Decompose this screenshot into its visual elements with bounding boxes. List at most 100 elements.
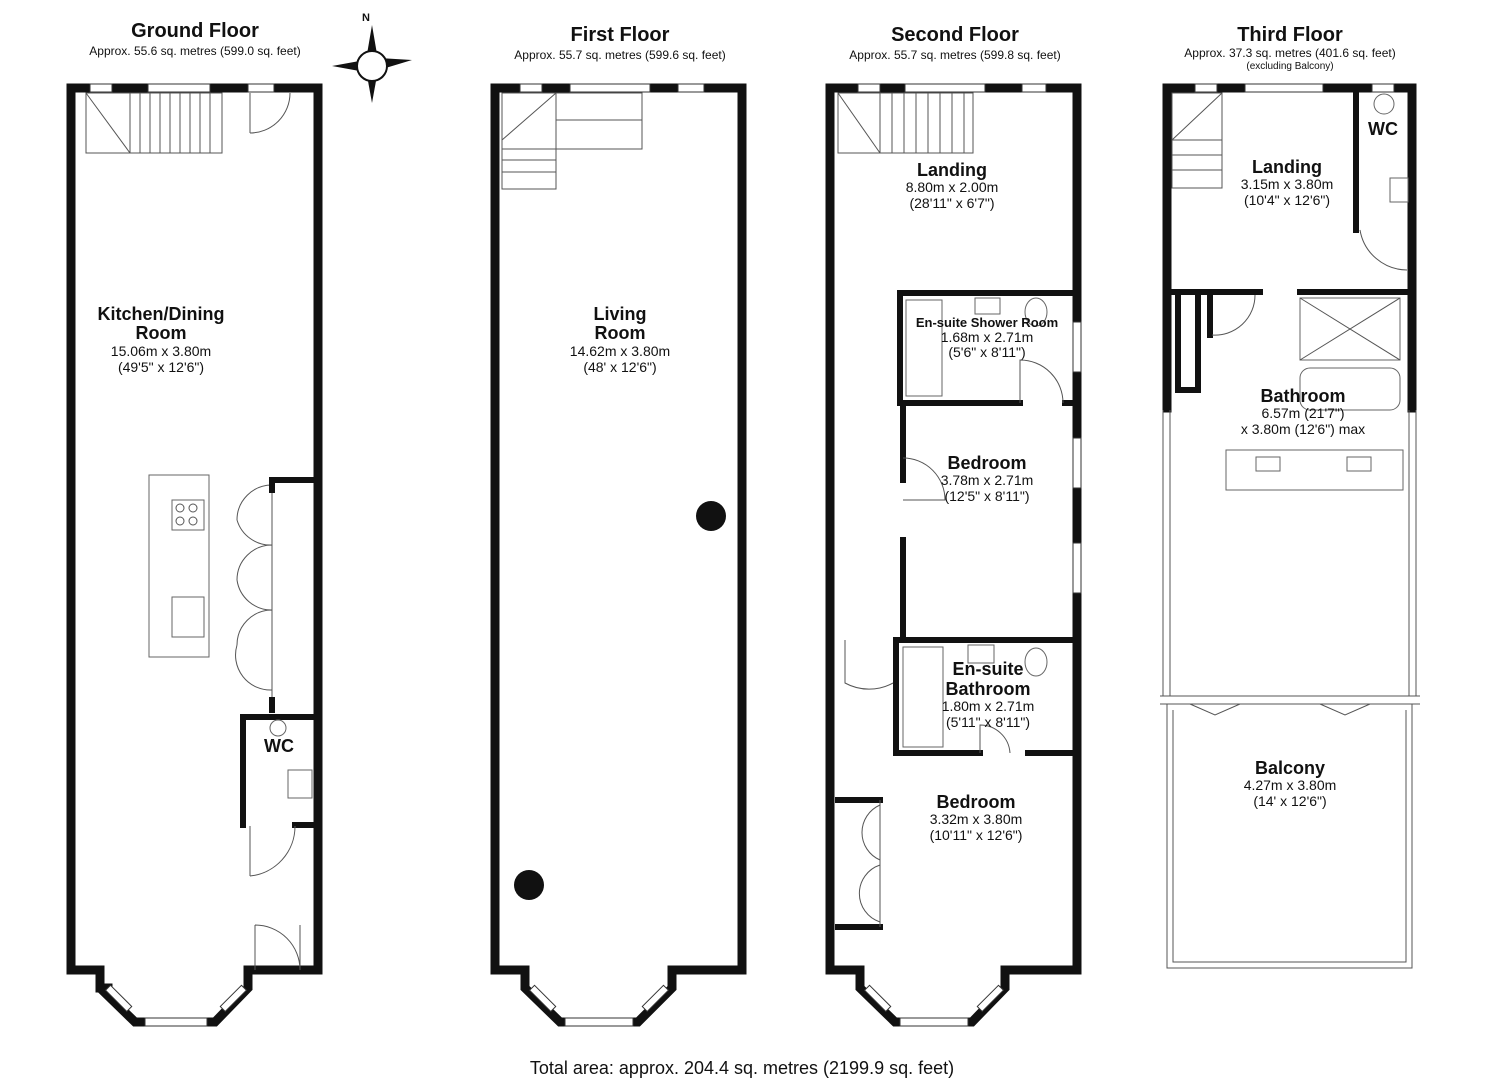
- living-room-name-1: Living: [594, 304, 647, 324]
- second-landing-dim-m: 8.80m x 2.00m: [906, 179, 999, 195]
- ground-floor-title: Ground Floor: [131, 20, 259, 42]
- second-shower-tray-icon: [905, 299, 943, 397]
- kitchen-dining-dim-ft: (49'5" x 12'6"): [118, 359, 204, 375]
- third-wc-toilet-icon: [1373, 93, 1395, 115]
- ground-bay-window-left: [104, 984, 133, 1013]
- first-bay-window-left: [528, 984, 557, 1013]
- ground-stairs: [85, 92, 223, 154]
- second-landing-dim-ft: (28'11" x 6'7"): [909, 195, 994, 211]
- third-landing-dim-m: 3.15m x 3.80m: [1241, 176, 1334, 192]
- ground-top-window-3: [247, 83, 275, 93]
- first-column-1: [696, 501, 726, 531]
- second-side-window-3: [1072, 542, 1082, 594]
- third-wc-door: [1359, 229, 1408, 271]
- second-shower-dim-m: 1.68m x 2.71m: [941, 329, 1034, 345]
- second-floor-area: Approx. 55.7 sq. metres (599.8 sq. feet): [849, 48, 1060, 62]
- living-room-name-2: Room: [595, 323, 646, 343]
- second-ensuite-sink-icon: [967, 644, 995, 664]
- first-column-2: [514, 870, 544, 900]
- hob-icon: [171, 499, 205, 531]
- third-floor: Third Floor Approx. 37.3 sq. metres (401…: [1160, 24, 1420, 969]
- third-bathroom-dim-ft: x 3.80m (12'6") max: [1241, 421, 1365, 437]
- third-vanity-icon: [1225, 449, 1404, 491]
- compass-north-label: N: [362, 12, 370, 24]
- third-wc-sink-icon: [1389, 177, 1409, 203]
- ground-wc-door: [249, 825, 296, 877]
- second-shower-toilet-icon: [1024, 297, 1048, 327]
- second-bay-window-center: [899, 1017, 969, 1027]
- second-bay-window-right: [976, 984, 1005, 1013]
- first-top-window-2: [569, 83, 651, 93]
- third-floor-note: (excluding Balcony): [1246, 61, 1333, 72]
- ground-bay-window-right: [219, 984, 248, 1013]
- second-shower-door: [1019, 359, 1064, 404]
- third-bifold-doors: [1189, 703, 1371, 716]
- third-floor-title: Third Floor: [1237, 24, 1343, 46]
- second-bedroom2-name: Bedroom: [936, 792, 1015, 812]
- first-floor-outer-wall: [490, 83, 747, 1027]
- third-sink-icon-1: [1255, 456, 1281, 472]
- third-landing-dim-ft: (10'4" x 12'6"): [1244, 192, 1330, 208]
- second-wardrobe-doors: [858, 800, 881, 927]
- third-bath-icon: [1299, 367, 1401, 411]
- third-floor-area: Approx. 37.3 sq. metres (401.6 sq. feet): [1184, 46, 1395, 60]
- third-sink-icon-2: [1346, 456, 1372, 472]
- third-glass-walls: [1160, 410, 1420, 705]
- balcony-dim-ft: (14' x 12'6"): [1253, 793, 1326, 809]
- ground-top-door: [249, 92, 291, 134]
- ground-bay-window-center: [144, 1017, 208, 1027]
- third-top-window-1: [1194, 83, 1218, 93]
- third-stairs: [1171, 92, 1223, 189]
- first-top-window-1: [519, 83, 543, 93]
- living-room-dim-m: 14.62m x 3.80m: [570, 343, 670, 359]
- first-floor-area: Approx. 55.7 sq. metres (599.6 sq. feet): [514, 48, 725, 62]
- second-bedroom1-door: [902, 457, 946, 501]
- second-ensuite-dim-m: 1.80m x 2.71m: [942, 698, 1035, 714]
- second-internal-walls: [835, 290, 1080, 930]
- second-floor-title: Second Floor: [891, 24, 1019, 46]
- ground-wc-wall: [240, 714, 321, 828]
- balcony-outline: [1166, 704, 1413, 969]
- second-bedroom1-dim-ft: (12'5" x 8'11"): [944, 488, 1029, 504]
- second-bay-window-left: [863, 984, 892, 1013]
- second-ensuite-name-1: En-suite: [952, 659, 1023, 679]
- second-landing-name: Landing: [917, 160, 987, 180]
- second-bedroom1-dim-m: 3.78m x 2.71m: [941, 472, 1034, 488]
- balcony-dim-m: 4.27m x 3.80m: [1244, 777, 1337, 793]
- second-bedroom2-dim-ft: (10'11" x 12'6"): [930, 827, 1023, 843]
- third-bathroom-name: Bathroom: [1261, 386, 1346, 406]
- cupboard-wall: [269, 477, 321, 713]
- second-floor: Second Floor Approx. 55.7 sq. metres (59…: [825, 24, 1082, 1027]
- ground-top-window-1: [89, 83, 113, 93]
- ground-floor: Ground Floor Approx. 55.6 sq. metres (59…: [66, 20, 323, 1027]
- second-shower-sink-icon: [974, 297, 1001, 315]
- second-shower-name: En-suite Shower Room: [916, 315, 1058, 330]
- ground-top-window-2: [147, 83, 211, 93]
- second-side-window-1: [1072, 321, 1082, 373]
- second-side-window-2: [1072, 437, 1082, 489]
- first-floor-title: First Floor: [571, 24, 670, 46]
- ground-floor-bay-wall: [95, 965, 323, 1027]
- second-ensuite-door: [979, 724, 1011, 754]
- third-wc-label: WC: [1368, 119, 1398, 139]
- second-stairs: [837, 92, 974, 154]
- compass-icon: N: [332, 12, 412, 103]
- ground-wc-label: WC: [264, 736, 294, 756]
- kitchen-sink-icon: [171, 596, 205, 638]
- total-area: Total area: approx. 204.4 sq. metres (21…: [530, 1058, 954, 1078]
- second-ensuite-dim-ft: (5'11" x 8'11"): [946, 714, 1030, 730]
- ground-floor-area: Approx. 55.6 sq. metres (599.0 sq. feet): [89, 44, 300, 58]
- second-ensuite-entry-door: [844, 640, 894, 690]
- balcony-name: Balcony: [1255, 758, 1325, 778]
- second-floor-outer-wall: [825, 83, 1082, 1027]
- second-top-window-2: [904, 83, 986, 93]
- living-room-dim-ft: (48' x 12'6"): [583, 359, 656, 375]
- third-internal-walls: [1167, 90, 1415, 393]
- third-landing-name: Landing: [1252, 157, 1322, 177]
- cupboard-doors: [235, 484, 273, 700]
- ground-wc-toilet-icon: [269, 719, 287, 737]
- kitchen-dining-name-1: Kitchen/Dining: [98, 304, 225, 324]
- second-shower-dim-ft: (5'6" x 8'11"): [948, 344, 1025, 360]
- second-ensuite-name-2: Bathroom: [946, 679, 1031, 699]
